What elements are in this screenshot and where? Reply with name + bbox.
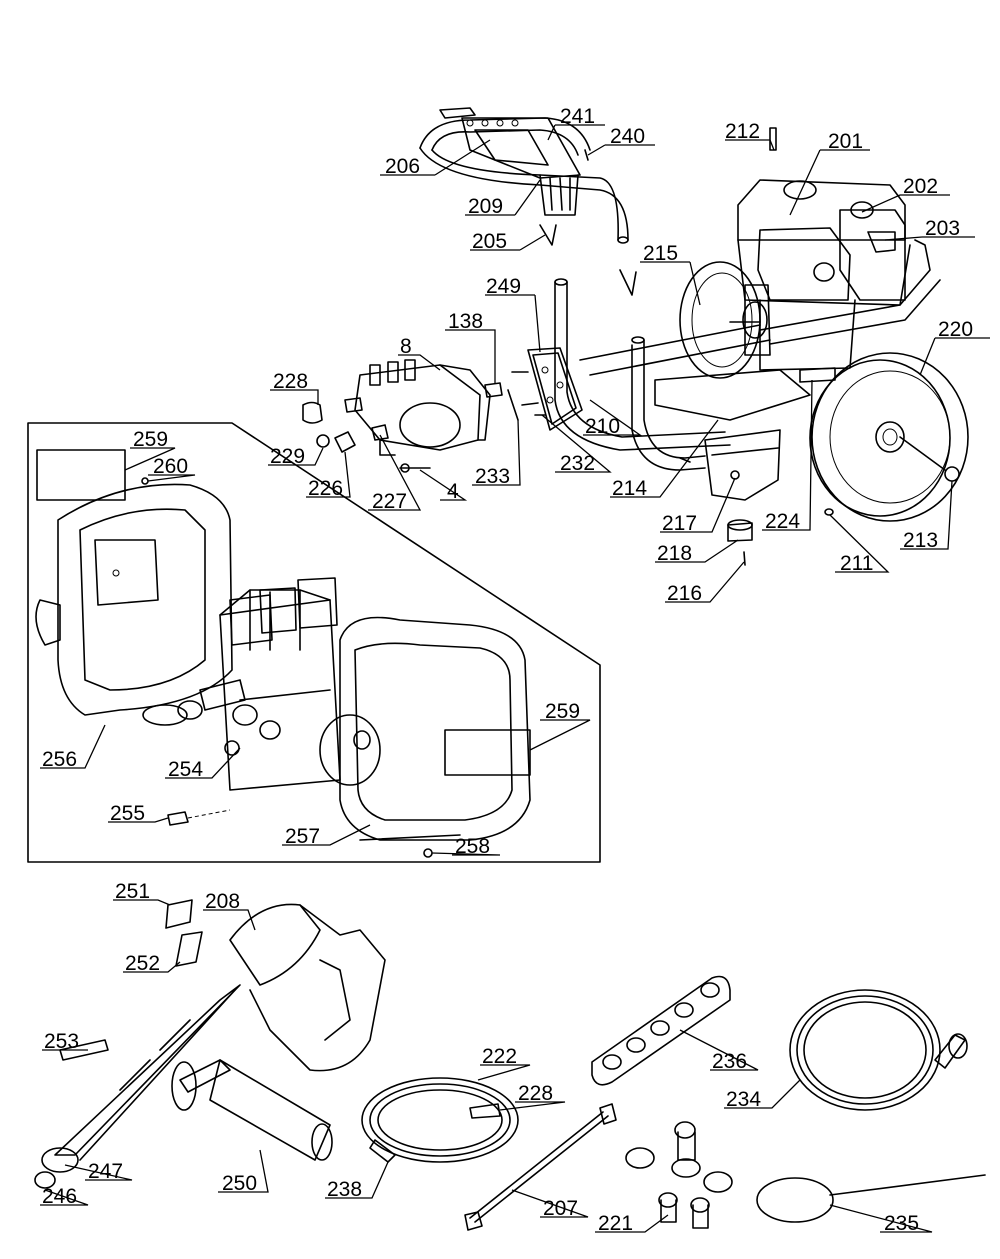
callout-210: 210 (585, 415, 620, 438)
callout-235: 235 (884, 1212, 919, 1235)
callout-254: 254 (168, 758, 203, 781)
callout-238: 238 (327, 1178, 362, 1201)
callout-207: 207 (543, 1197, 578, 1220)
callout-258: 258 (455, 835, 490, 858)
callout-203: 203 (925, 217, 960, 240)
high-pressure-hose (361, 1077, 519, 1163)
mounting-plate-249 (507, 347, 583, 431)
callout-259-right: 259 (545, 700, 580, 723)
nozzle-set (625, 1121, 733, 1229)
callout-228-hose: 228 (518, 1082, 553, 1105)
cart-frame (554, 239, 941, 501)
pump-detail-assembly (35, 449, 531, 858)
spray-wand (464, 1103, 617, 1231)
rear-wheel (679, 261, 761, 379)
nozzle-holder-plate (591, 975, 731, 1086)
callout-222: 222 (482, 1045, 517, 1068)
leader-lines (40, 124, 990, 1233)
callout-256: 256 (42, 748, 77, 771)
callout-209: 209 (468, 195, 503, 218)
callout-4: 4 (447, 480, 459, 503)
pump-detail-inset-frame (27, 422, 601, 863)
callout-257: 257 (285, 825, 320, 848)
callout-205: 205 (472, 230, 507, 253)
callout-234: 234 (726, 1088, 761, 1111)
callout-221: 221 (598, 1212, 633, 1235)
callout-211: 211 (840, 552, 873, 575)
callout-229: 229 (270, 445, 305, 468)
callout-260: 260 (153, 455, 188, 478)
callout-241: 241 (560, 105, 595, 128)
callout-220: 220 (938, 318, 973, 341)
cart-hardware (679, 457, 834, 566)
callout-208: 208 (205, 890, 240, 913)
callout-240: 240 (610, 125, 645, 148)
callout-247: 247 (88, 1160, 123, 1183)
callout-226: 226 (308, 477, 343, 500)
callout-202: 202 (903, 175, 938, 198)
callout-236: 236 (712, 1050, 747, 1073)
callout-215: 215 (643, 242, 678, 265)
callout-8: 8 (400, 335, 412, 358)
garden-hose (789, 989, 968, 1111)
spray-gun-assembly (34, 899, 386, 1189)
callout-227: 227 (372, 490, 407, 513)
callout-255: 255 (110, 802, 145, 825)
callout-224: 224 (765, 510, 800, 533)
callout-206: 206 (385, 155, 420, 178)
engine-assembly (729, 127, 911, 371)
callout-138: 138 (448, 310, 483, 333)
handle-assembly (419, 107, 637, 296)
callout-233: 233 (475, 465, 510, 488)
callout-250: 250 (222, 1172, 257, 1195)
callout-249: 249 (486, 275, 521, 298)
callout-201: 201 (828, 130, 863, 153)
callout-217: 217 (662, 512, 697, 535)
callout-212: 212 (725, 120, 760, 143)
callout-232: 232 (560, 452, 595, 475)
callout-251: 251 (115, 880, 150, 903)
callout-213: 213 (903, 529, 938, 552)
pump-assembly (302, 359, 503, 473)
callout-214: 214 (612, 477, 647, 500)
callout-252: 252 (125, 952, 160, 975)
callout-246: 246 (42, 1185, 77, 1208)
callout-218: 218 (657, 542, 692, 565)
callout-253: 253 (44, 1030, 79, 1053)
callout-labels: 201 202 203 212 241 240 206 209 205 215 … (42, 105, 973, 1235)
nozzle-cleaning-wire (756, 1174, 986, 1223)
callout-259-top: 259 (133, 428, 168, 451)
wheel-220 (809, 352, 969, 522)
callout-228-pump: 228 (273, 370, 308, 393)
callout-216: 216 (667, 582, 702, 605)
